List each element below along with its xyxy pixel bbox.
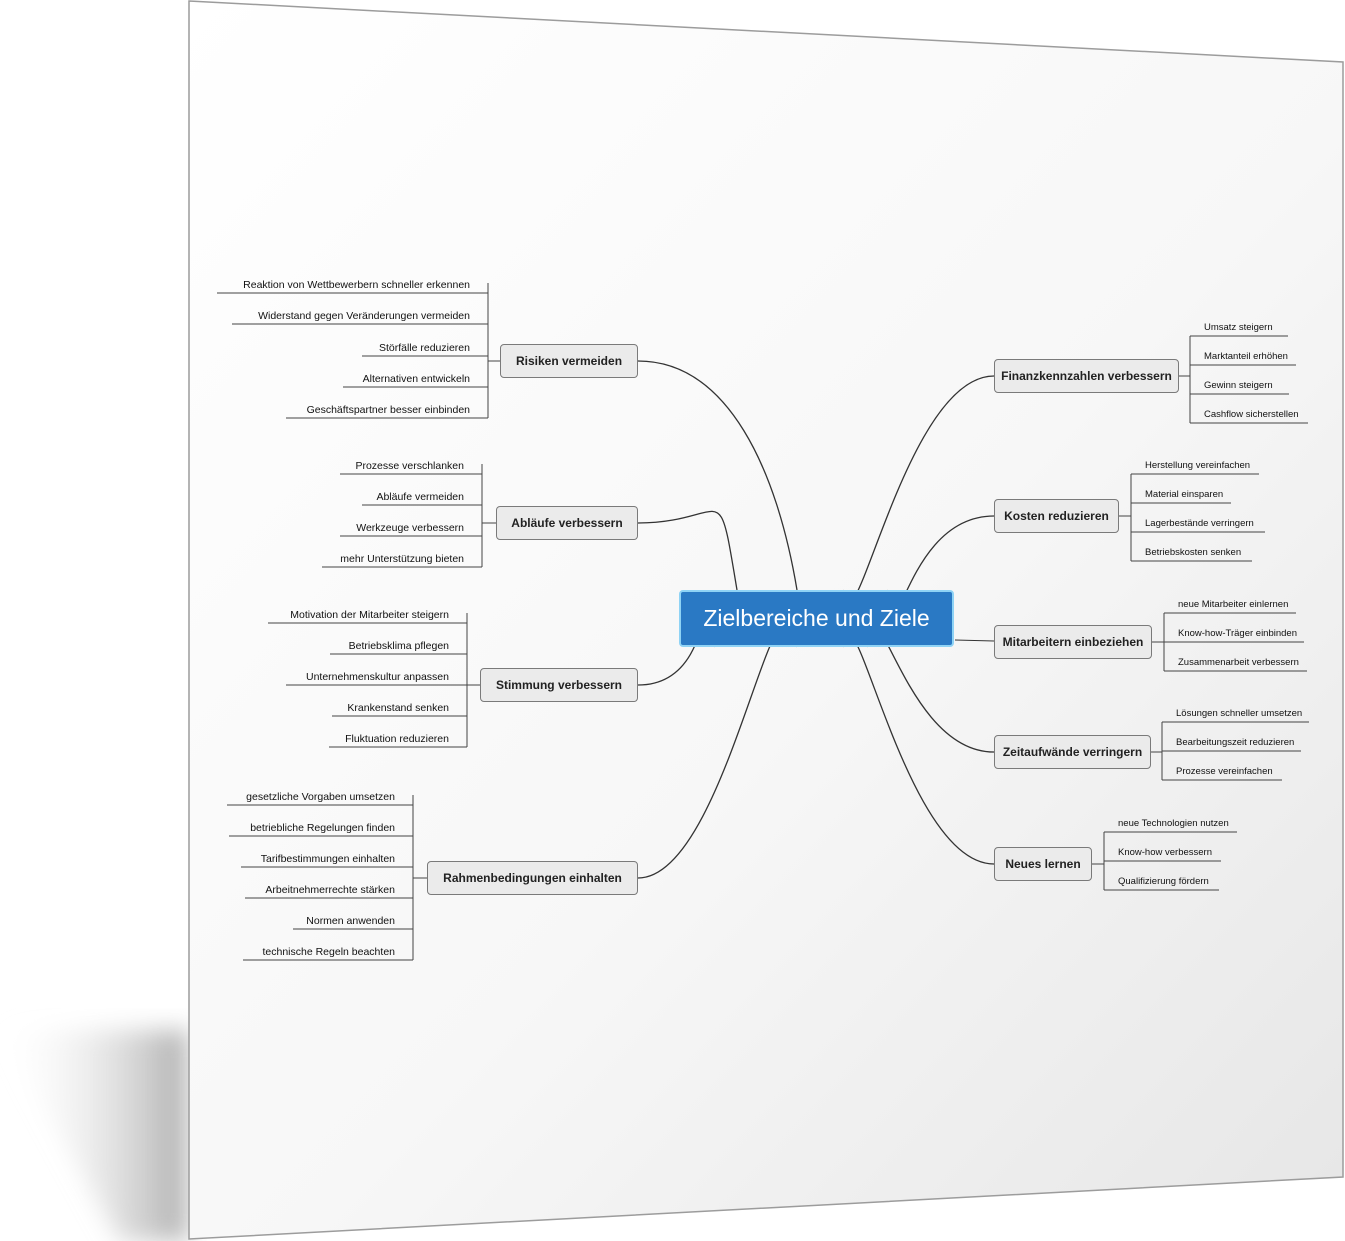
subtopic-label[interactable]: Qualifizierung fördern bbox=[1118, 876, 1209, 887]
subtopic-label[interactable]: Geschäftspartner besser einbinden bbox=[306, 404, 470, 416]
subtopic-label[interactable]: Lösungen schneller umsetzen bbox=[1176, 708, 1303, 719]
subtopic-label[interactable]: Arbeitnehmerrechte stärken bbox=[265, 884, 395, 896]
subtopic-label[interactable]: Lagerbestände verringern bbox=[1145, 518, 1254, 529]
subtopic-label[interactable]: Alternativen entwickeln bbox=[362, 373, 470, 385]
subtopic-label[interactable]: Prozesse verschlanken bbox=[355, 460, 464, 472]
subtopic-label[interactable]: Krankenstand senken bbox=[347, 702, 449, 714]
subtopic-label[interactable]: Betriebsklima pflegen bbox=[348, 640, 449, 652]
subtopic-label[interactable]: Störfälle reduzieren bbox=[378, 342, 470, 354]
main-topic[interactable]: Abläufe verbessern bbox=[496, 506, 638, 540]
subtopic-label[interactable]: Know-how-Träger einbinden bbox=[1178, 628, 1297, 639]
subtopic-label[interactable]: Zusammenarbeit verbessern bbox=[1178, 657, 1299, 668]
branch-connector bbox=[637, 621, 798, 879]
subtopic-label[interactable]: Reaktion von Wettbewerbern schneller erk… bbox=[243, 279, 470, 291]
subtopic-label[interactable]: Umsatz steigern bbox=[1204, 322, 1273, 333]
subtopic-label[interactable]: Tarifbestimmungen einhalten bbox=[260, 853, 395, 865]
subtopic-label[interactable]: Widerstand gegen Veränderungen vermeiden bbox=[258, 310, 470, 322]
subtopic-label[interactable]: Normen anwenden bbox=[306, 915, 395, 927]
subtopic-label[interactable]: Material einsparen bbox=[1145, 489, 1224, 500]
subtopic-label[interactable]: betriebliche Regelungen finden bbox=[250, 822, 395, 834]
subtopic-label[interactable]: technische Regeln beachten bbox=[262, 946, 395, 958]
subtopic-label[interactable]: Herstellung vereinfachen bbox=[1145, 460, 1251, 471]
subtopic-label[interactable]: mehr Unterstützung bieten bbox=[340, 553, 464, 565]
main-topic[interactable]: Stimmung verbessern bbox=[480, 668, 638, 702]
branch-connector bbox=[954, 639, 995, 642]
subtopic-label[interactable]: Prozesse vereinfachen bbox=[1176, 766, 1273, 777]
subtopic-label[interactable]: Motivation der Mitarbeiter steigern bbox=[290, 609, 449, 621]
subtopic-label[interactable]: Know-how verbessern bbox=[1118, 847, 1212, 858]
subtopic-label[interactable]: Unternehmenskultur anpassen bbox=[305, 671, 449, 683]
subtopic-label[interactable]: Cashflow sicherstellen bbox=[1204, 409, 1299, 420]
subtopic-label[interactable]: Werkzeuge verbessern bbox=[356, 522, 464, 534]
main-topic[interactable]: Neues lernen bbox=[994, 847, 1092, 881]
subtopic-label[interactable]: gesetzliche Vorgaben umsetzen bbox=[246, 791, 395, 803]
subtopic-label[interactable]: Fluktuation reduzieren bbox=[345, 733, 449, 745]
branch-connector bbox=[842, 632, 995, 865]
subtopic-label[interactable]: Marktanteil erhöhen bbox=[1204, 351, 1288, 362]
central-topic[interactable]: Zielbereiche und Ziele bbox=[679, 590, 954, 647]
main-topic[interactable]: Risiken vermeiden bbox=[500, 344, 638, 378]
subtopic-label[interactable]: Betriebskosten senken bbox=[1145, 547, 1242, 558]
main-topic[interactable]: Finanzkennzahlen verbessern bbox=[994, 359, 1179, 393]
main-topic[interactable]: Kosten reduzieren bbox=[994, 499, 1119, 533]
subtopic-label[interactable]: neue Technologien nutzen bbox=[1118, 818, 1229, 829]
main-topic[interactable]: Mitarbeitern einbeziehen bbox=[994, 625, 1152, 659]
branch-connector bbox=[637, 510, 738, 591]
main-topic[interactable]: Rahmenbedingungen einhalten bbox=[427, 861, 638, 895]
subtopic-label[interactable]: neue Mitarbeiter einlernen bbox=[1178, 599, 1289, 610]
main-topic[interactable]: Zeitaufwände verringern bbox=[994, 735, 1151, 769]
subtopic-label[interactable]: Gewinn steigern bbox=[1204, 380, 1273, 391]
branch-connector bbox=[637, 360, 798, 591]
subtopic-label[interactable]: Bearbeitungszeit reduzieren bbox=[1176, 737, 1295, 748]
subtopic-label[interactable]: Abläufe vermeiden bbox=[376, 491, 464, 503]
